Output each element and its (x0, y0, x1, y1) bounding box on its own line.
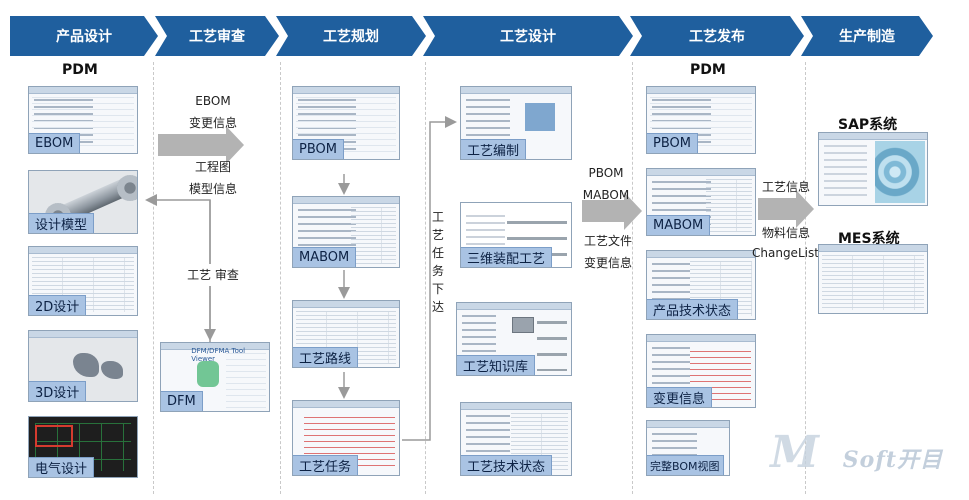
column-divider (632, 62, 633, 494)
screenshot-full-bom: 完整BOM视图 (646, 420, 730, 476)
screen-label-pbom: PBOM (293, 139, 344, 159)
mes-heading: MES系统 (838, 231, 900, 247)
screen-label-process-task: 工艺任务 (293, 455, 359, 475)
flow-text-drawing: 工程图 (194, 160, 231, 174)
screenshot-3d-assembly: 三维装配工艺 (460, 202, 572, 268)
screenshot-mabom: MABOM (292, 196, 400, 268)
flow-text-process-info: 工艺信息 (761, 180, 810, 194)
brand-logo-letter: M (770, 427, 819, 478)
arrow-to-release (582, 192, 642, 230)
flow-text-pbom: PBOM (588, 166, 624, 180)
screen-label-process-route: 工艺路线 (293, 347, 359, 367)
screenshot-mes (818, 244, 928, 314)
brand-logo-text: Soft开目 (842, 447, 943, 473)
screen-label-knowledge-base: 工艺知识库 (457, 355, 536, 375)
flow-text-change-info2: 变更信息 (583, 256, 632, 270)
screen-label-electrical-design: 电气设计 (29, 457, 95, 477)
flow-text-mabom: MABOM (582, 188, 630, 202)
screen-label-3d-design: 3D设计 (29, 381, 87, 401)
screenshot-mabom-release: MABOM (646, 168, 756, 236)
sap-heading: SAP系统 (838, 117, 898, 133)
dfm-window-title: DFM/DFMA Tool Viewer (191, 347, 246, 363)
screenshot-pbom-release: PBOM (646, 86, 756, 154)
screen-label-product-status: 产品技术状态 (647, 299, 739, 319)
stage-process-release: 工艺发布 (630, 16, 804, 56)
flow-text-process-file: 工艺文件 (583, 234, 632, 248)
stage-product-design: 产品设计 (10, 16, 158, 56)
screenshot-process-task: 工艺任务 (292, 400, 400, 476)
screenshot-pbom: PBOM (292, 86, 400, 160)
pdm-heading-left: PDM (62, 62, 98, 78)
screenshot-change-info: 变更信息 (646, 334, 756, 408)
flow-text-change-info: 变更信息 (188, 116, 237, 130)
stage-label: 工艺规划 (323, 29, 379, 45)
screen-label-process-compile: 工艺编制 (461, 139, 527, 159)
stage-process-planning: 工艺规划 (276, 16, 426, 56)
stage-label: 生产制造 (839, 29, 895, 45)
flow-text-change-list: ChangeList (752, 246, 819, 260)
screenshot-3d-design: 3D设计 (28, 330, 138, 402)
flow-text-material-info: 物料信息 (761, 226, 810, 240)
screen-label-pbom-release: PBOM (647, 133, 698, 153)
screenshot-sap (818, 132, 928, 206)
column-divider (153, 62, 154, 494)
stage-label: 产品设计 (56, 29, 112, 45)
flow-text-review: 工艺 审查 (176, 264, 250, 286)
stage-process-review: 工艺审查 (155, 16, 279, 56)
screen-label-mabom-release: MABOM (647, 215, 711, 235)
screen-label-change-info: 变更信息 (647, 387, 713, 407)
flow-text-ebom: EBOM (195, 94, 231, 108)
screenshot-electrical-design: 电气设计 (28, 416, 138, 478)
flow-text-model-info: 模型信息 (188, 182, 237, 196)
screenshot-design-model: 设计模型 (28, 170, 138, 234)
screen-label-mabom: MABOM (293, 247, 357, 267)
stage-label: 工艺设计 (500, 29, 556, 45)
pdm-heading-right: PDM (690, 62, 726, 78)
arrow-task-dispatch (402, 116, 457, 441)
screenshot-2d-design: 2D设计 (28, 246, 138, 316)
screen-label-dfm: DFM (161, 391, 203, 411)
column-divider (805, 62, 806, 494)
screenshot-product-status: 产品技术状态 (646, 250, 756, 320)
screen-label-tech-status: 工艺技术状态 (461, 455, 553, 475)
stage-label: 工艺审查 (189, 29, 245, 45)
screenshot-dfm: DFM/DFMA Tool Viewer DFM (160, 342, 270, 412)
column-divider (280, 62, 281, 494)
flow-text-dispatch: 工艺任务下达 (431, 210, 444, 314)
arrow-to-production (758, 190, 814, 228)
screenshot-process-compile: 工艺编制 (460, 86, 572, 160)
screen-label-design-model: 设计模型 (29, 213, 95, 233)
screen-label-full-bom: 完整BOM视图 (647, 455, 724, 475)
arrow-ebom-to-pbom (158, 126, 244, 164)
screenshot-process-route: 工艺路线 (292, 300, 400, 368)
stage-label: 工艺发布 (689, 29, 745, 45)
stage-production: 生产制造 (801, 16, 933, 56)
screenshot-tech-status: 工艺技术状态 (460, 402, 572, 476)
screen-label-3d-assembly: 三维装配工艺 (461, 247, 553, 267)
column-divider (425, 62, 426, 494)
screenshot-knowledge-base: 工艺知识库 (456, 302, 572, 376)
screen-label-ebom: EBOM (29, 133, 81, 153)
stage-process-design: 工艺设计 (423, 16, 633, 56)
screen-label-2d-design: 2D设计 (29, 295, 87, 315)
screenshot-ebom: EBOM (28, 86, 138, 154)
